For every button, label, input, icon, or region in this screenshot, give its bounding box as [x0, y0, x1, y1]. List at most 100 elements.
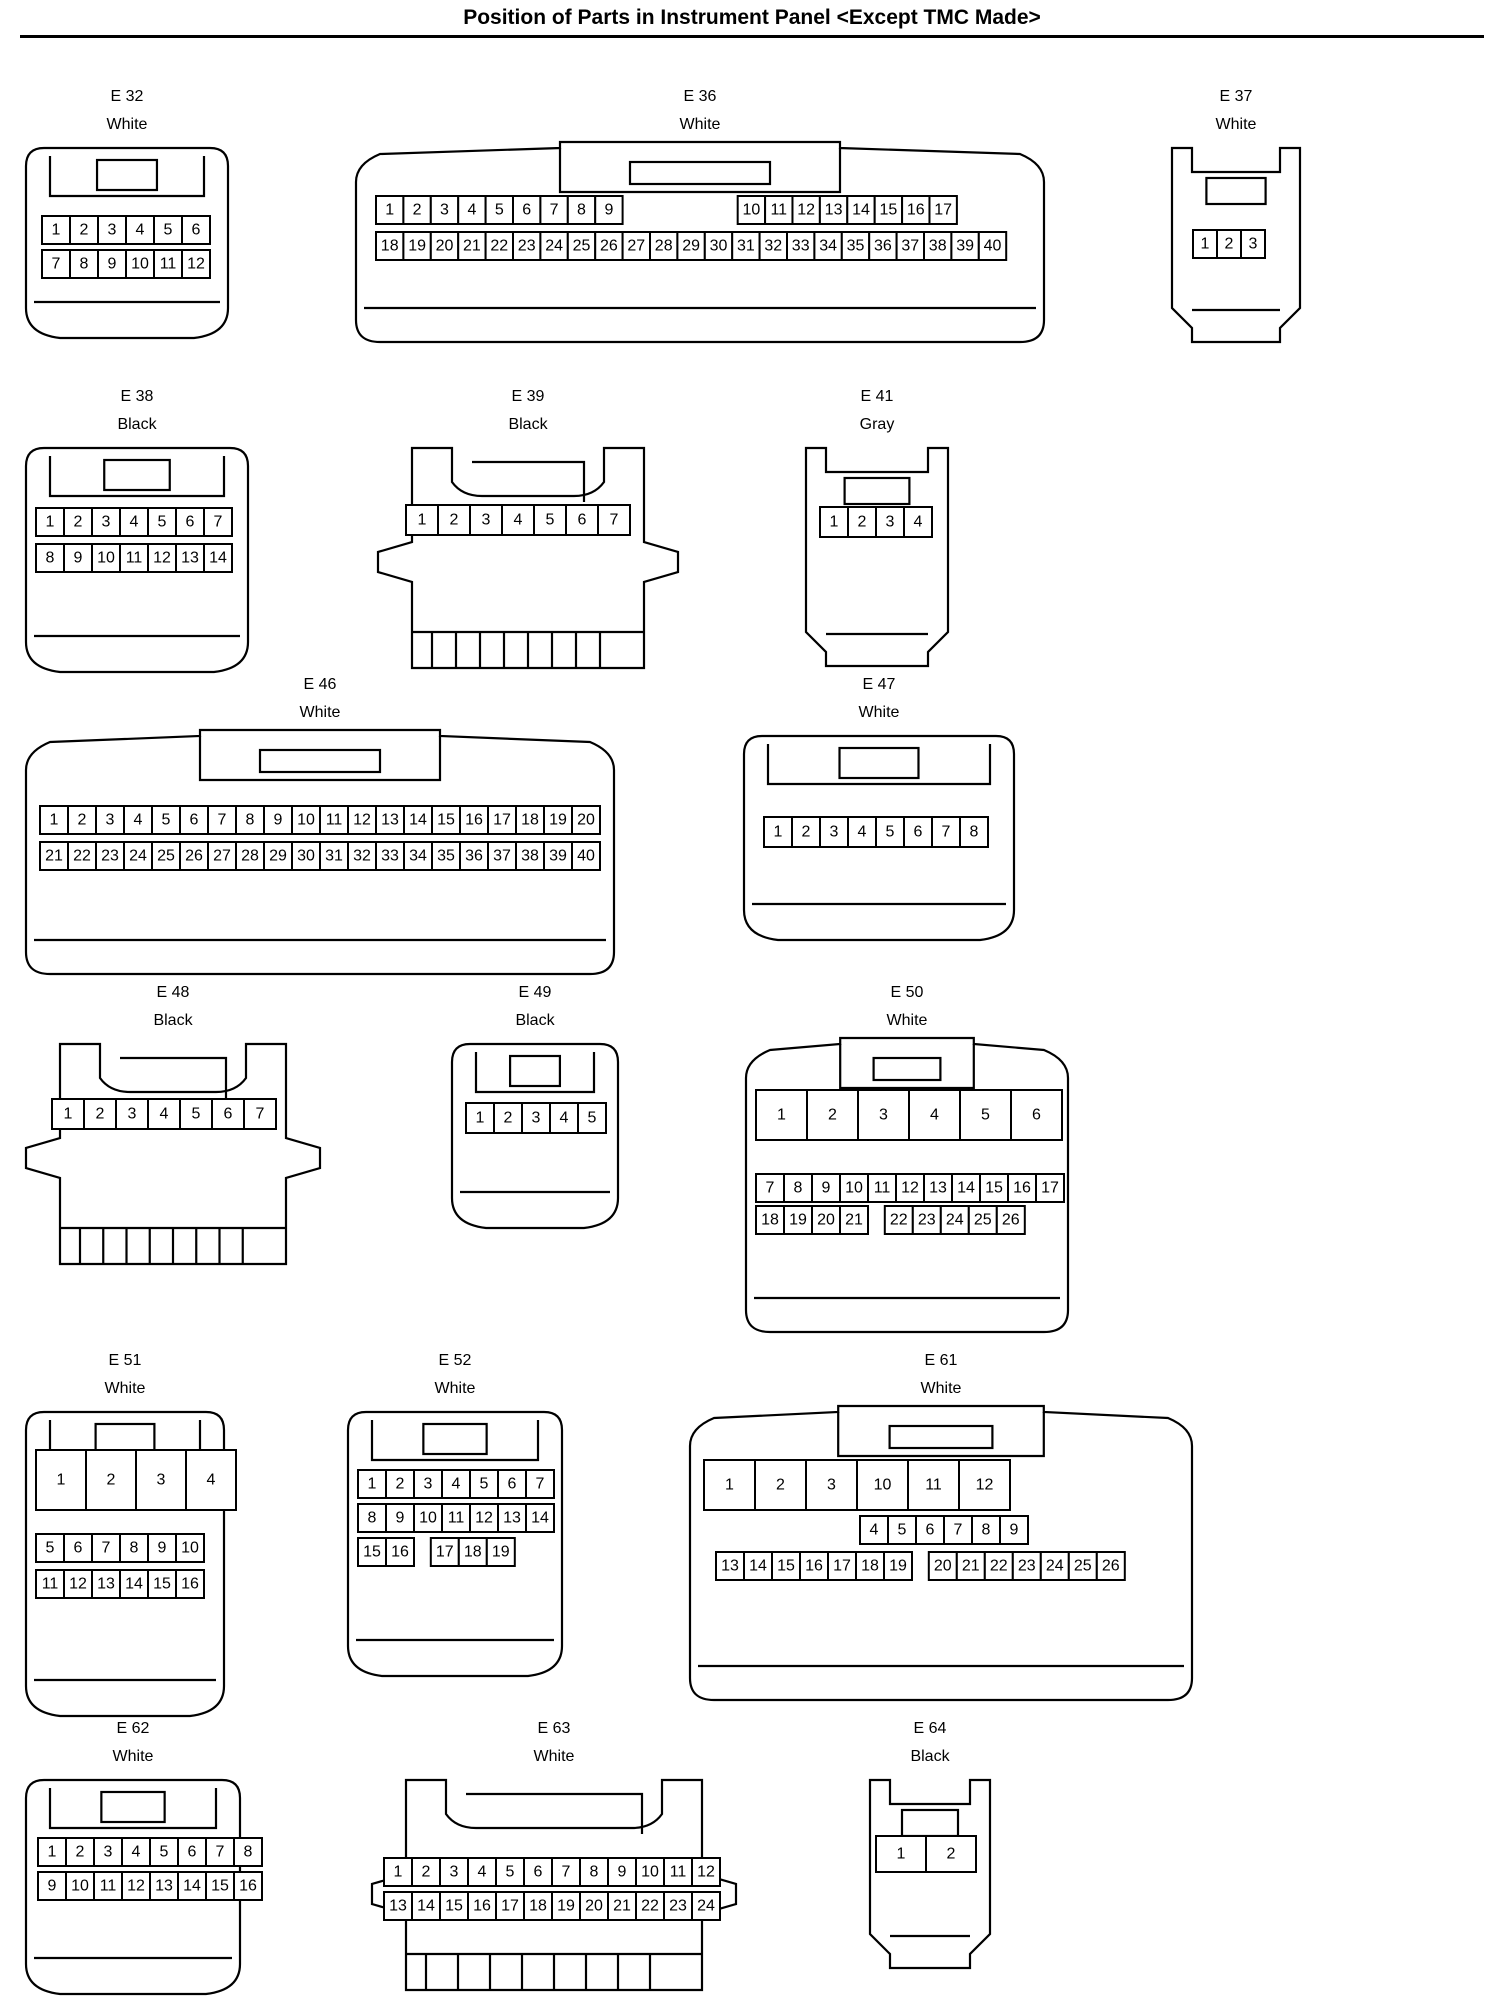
pin-number: 24: [545, 238, 563, 255]
pin-cavity: 1: [39, 805, 69, 835]
pin-cavity: 8: [119, 1533, 149, 1563]
pin-cavity: 3: [97, 215, 127, 245]
pin-cavity: 15: [873, 195, 904, 225]
pin-number: 12: [475, 1510, 493, 1527]
pin-number: 10: [845, 1180, 863, 1197]
connector-color: White: [299, 704, 341, 721]
pin-number: 13: [389, 1898, 407, 1915]
pin-number: 7: [610, 512, 619, 529]
pin-number: 21: [463, 238, 481, 255]
pin-cavity: 3: [95, 805, 125, 835]
pin-number: 20: [817, 1212, 835, 1229]
pin-cavity: 37: [487, 841, 517, 871]
pin-number: 1: [476, 1110, 485, 1127]
pin-cavity: 1: [35, 507, 65, 537]
pin-number: 11: [670, 1864, 687, 1881]
pin-cavity: 16: [1007, 1173, 1037, 1203]
connector-color: White: [679, 116, 721, 133]
pin-number: 5: [160, 1844, 169, 1861]
pin-number: 30: [297, 848, 315, 865]
connector-color: White: [858, 704, 900, 721]
pin-number: 2: [396, 1476, 405, 1493]
pin-cavity: 16: [901, 195, 931, 225]
pin-cavity: 10: [856, 1459, 909, 1511]
pin-cavity: 10: [125, 249, 155, 279]
pin-cavity: 4: [903, 506, 933, 538]
pin-cavity: 11: [319, 805, 349, 835]
pin-cavity: 13: [497, 1503, 527, 1533]
pin-number: 3: [106, 812, 115, 829]
pin-number: 4: [160, 1106, 169, 1123]
pin-number: 2: [1225, 236, 1234, 253]
pin-number: 13: [825, 202, 843, 219]
pin-number: 3: [424, 1476, 433, 1493]
pin-cavity: 7: [755, 1173, 785, 1203]
pin-cavity: 13: [91, 1569, 121, 1599]
pin-cavity: 10: [291, 805, 321, 835]
pin-number: 21: [845, 1212, 863, 1229]
pin-cavity: 4: [549, 1102, 579, 1134]
pin-cavity: 13: [715, 1551, 745, 1581]
pin-cavity: 17: [429, 1537, 460, 1567]
pin-number: 12: [353, 812, 371, 829]
pin-cavity: 21: [457, 231, 487, 261]
pin-cavity: 5: [577, 1102, 607, 1134]
pin-cavity: 5: [533, 504, 567, 536]
pin-cavity: 25: [967, 1205, 998, 1235]
pin-cavity: 8: [233, 1837, 263, 1867]
pin-number: 13: [503, 1510, 521, 1527]
pin-number: 34: [409, 848, 427, 865]
pin-number: 4: [858, 824, 867, 841]
pin-number: 10: [181, 1540, 199, 1557]
pin-number: 6: [190, 812, 199, 829]
pin-number: 7: [52, 256, 61, 273]
pin-number: 3: [830, 824, 839, 841]
pin-number: 9: [48, 1878, 57, 1895]
pin-number: 17: [436, 1544, 454, 1561]
pin-cavity: 25: [1067, 1551, 1098, 1581]
pin-number: 12: [187, 256, 205, 273]
pin-cavity: 3: [93, 1837, 123, 1867]
pin-number: 15: [363, 1544, 381, 1561]
pin-number: 3: [879, 1107, 888, 1124]
pin-number: 5: [162, 812, 171, 829]
pin-number: 1: [725, 1477, 734, 1494]
pin-number: 32: [353, 848, 371, 865]
pin-cavity: 6: [523, 1857, 553, 1887]
pin-number: 15: [445, 1898, 463, 1915]
pin-cavity: 10: [413, 1503, 443, 1533]
pin-cavity: 9: [37, 1871, 67, 1901]
pin-number: 6: [192, 222, 201, 239]
pin-number: 6: [74, 1540, 83, 1557]
pin-number: 7: [550, 202, 559, 219]
pin-number: 11: [448, 1510, 465, 1527]
pin-number: 1: [394, 1864, 403, 1881]
connector-code: E 63: [537, 1720, 571, 1737]
pin-number: 24: [1046, 1558, 1064, 1575]
pin-cavity: 27: [621, 231, 652, 261]
pin-number: 14: [209, 550, 227, 567]
pin-number: 12: [69, 1576, 87, 1593]
pin-number: 8: [246, 812, 255, 829]
pin-cavity: 4: [467, 1857, 497, 1887]
pin-number: 5: [192, 1106, 201, 1123]
pin-cavity: 1: [383, 1857, 413, 1887]
pin-cavity: 17: [928, 195, 958, 225]
pin-number: 10: [297, 812, 315, 829]
pin-cavity: 1: [763, 816, 793, 848]
connector-color: Black: [153, 1012, 193, 1029]
pin-cavity: 16: [175, 1569, 205, 1599]
pin-number: 3: [482, 512, 491, 529]
pin-number: 8: [577, 202, 586, 219]
pin-cavity: 16: [459, 805, 489, 835]
pin-cavity: 7: [203, 507, 233, 537]
connector-code: E 36: [683, 88, 717, 105]
pin-number: 11: [770, 202, 787, 219]
pin-cavity: 25: [566, 231, 597, 261]
pin-cavity: 4: [501, 504, 535, 536]
pin-cavity: 28: [649, 231, 679, 261]
pin-number: 23: [518, 238, 536, 255]
